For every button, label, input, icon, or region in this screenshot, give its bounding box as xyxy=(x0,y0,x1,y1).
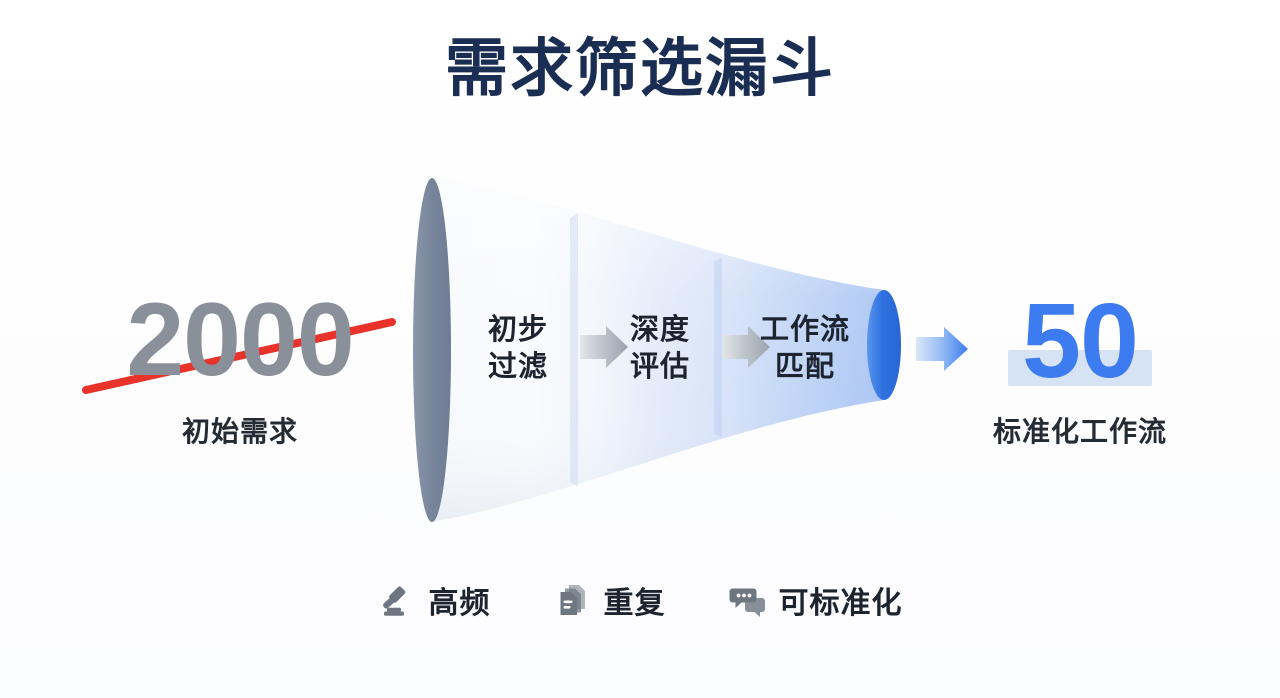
legend-item-high-frequency: 高频 xyxy=(378,578,491,622)
gavel-icon xyxy=(382,586,405,616)
funnel-stage-initial-filter: 初步 过滤 xyxy=(487,314,548,384)
legend-label-high-frequency: 高频 xyxy=(428,587,491,620)
speech-bubbles-icon xyxy=(729,588,765,617)
standardized-workflow-value: 50 xyxy=(1022,282,1139,400)
funnel-stage-workflow-match: 工作流 匹配 xyxy=(759,314,850,384)
value-highlight-bar xyxy=(1008,350,1152,386)
legend-item-repetitive: 重复 xyxy=(553,578,666,622)
standardized-workflow-label: 标准化工作流 xyxy=(992,416,1167,447)
funnel-mouth xyxy=(413,178,451,522)
standardized-workflow-metric: 50 标准化工作流 xyxy=(960,288,1200,450)
initial-demand-label: 初始需求 xyxy=(181,416,298,447)
standardized-workflow-value-wrap: 50 xyxy=(1008,288,1152,394)
page-title: 需求筛选漏斗 xyxy=(445,34,835,104)
funnel-neck xyxy=(867,290,901,400)
legend-label-standardizable: 可标准化 xyxy=(778,587,903,620)
initial-demand-value: 2000 xyxy=(126,282,354,398)
funnel-stage-deep-evaluation: 深度 评估 xyxy=(629,314,690,384)
legend-label-repetitive: 重复 xyxy=(603,587,666,620)
initial-demand-metric: 2000 初始需求 xyxy=(95,288,385,450)
documents-copy-icon xyxy=(560,585,585,615)
legend: 高频 重复 xyxy=(0,578,1280,622)
legend-item-standardizable: 可标准化 xyxy=(728,578,903,622)
